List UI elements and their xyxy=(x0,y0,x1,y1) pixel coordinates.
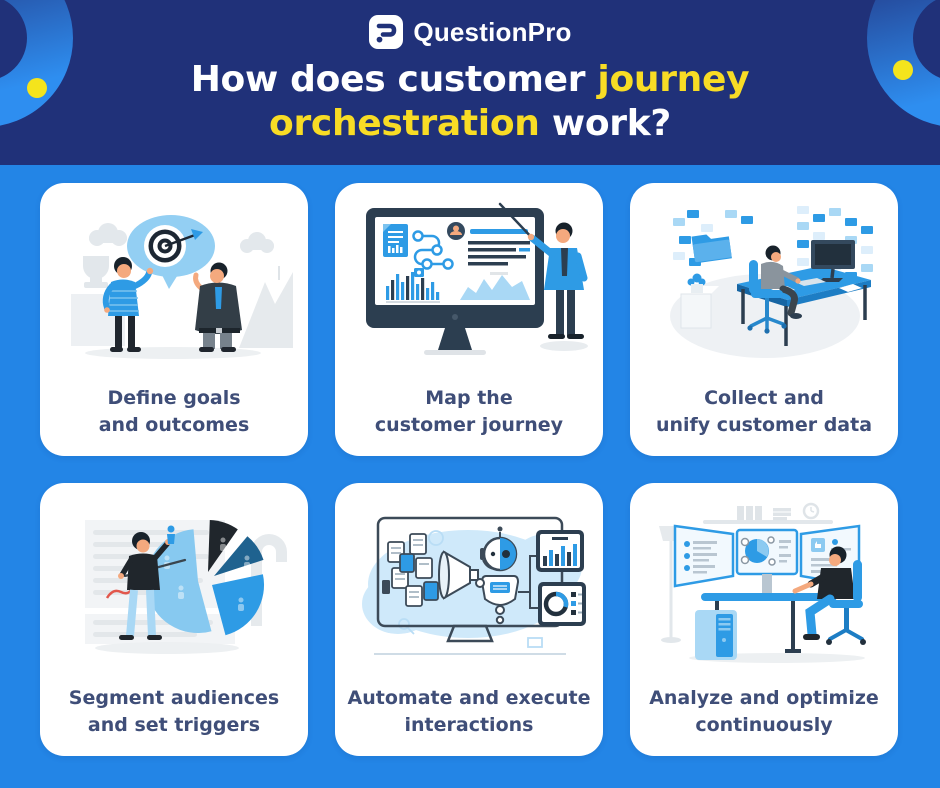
bar-chart xyxy=(386,272,440,303)
desk-chair xyxy=(826,560,866,645)
man-with-pointer xyxy=(105,525,187,640)
tie-icon xyxy=(215,287,222,309)
phone-icon xyxy=(382,580,390,594)
yellow-dot-left xyxy=(27,78,47,98)
keyboard xyxy=(795,278,826,286)
people-icons xyxy=(164,537,250,611)
ground-shadow xyxy=(95,642,239,654)
document-icons xyxy=(382,533,439,607)
seated-person xyxy=(761,245,802,319)
mountain-shape xyxy=(239,272,293,348)
cabinet xyxy=(680,273,719,329)
corner-arc-left xyxy=(0,0,73,126)
corner-arc-right xyxy=(867,0,940,126)
person-left xyxy=(102,257,154,352)
illustration-collect-data xyxy=(670,206,873,358)
office-chair xyxy=(747,260,787,334)
person-right xyxy=(193,262,242,352)
dart-icon xyxy=(191,229,203,240)
connector-lines xyxy=(518,555,538,609)
desktop-monitor xyxy=(771,240,862,293)
illustration-segment-audiences xyxy=(85,520,287,654)
header: QuestionPro How does customer journey or… xyxy=(0,0,940,165)
illustration-automate-interactions xyxy=(362,516,586,655)
brand-name: QuestionPro xyxy=(413,16,572,47)
clock-icon xyxy=(802,502,820,520)
pie-chart xyxy=(145,520,265,636)
illustration-define-goals xyxy=(71,215,293,359)
mini-person-figure xyxy=(167,525,175,544)
paper xyxy=(839,284,862,292)
folder-icon xyxy=(691,234,732,264)
yellow-dot-right xyxy=(893,60,913,80)
area-chart xyxy=(460,272,530,300)
left-monitor xyxy=(673,524,735,588)
brand-logo: QuestionPro xyxy=(0,12,940,52)
title-line-2: orchestration work? xyxy=(269,102,671,144)
funnel-icon xyxy=(438,550,479,600)
robot-icon xyxy=(475,526,520,625)
center-monitor xyxy=(735,528,799,576)
page-title: How does customer journey orchestration … xyxy=(0,58,940,146)
tie-icon xyxy=(561,248,568,276)
header-decorations xyxy=(0,0,940,126)
title-line-1: How does customer journey xyxy=(190,59,750,100)
cloud-icon xyxy=(89,223,274,253)
donut-chart-panel xyxy=(538,582,586,626)
shelf xyxy=(703,502,833,524)
pc-tower xyxy=(695,610,737,660)
document-icon xyxy=(383,224,408,257)
pointer-stick xyxy=(498,202,536,242)
questionpro-mark-icon xyxy=(369,15,404,49)
monitor-stand xyxy=(762,574,772,594)
ground-shadow xyxy=(540,341,588,351)
doodles xyxy=(398,530,543,648)
target-icon xyxy=(144,225,203,267)
illustration-analyze-optimize xyxy=(659,502,866,663)
journey-flow xyxy=(412,222,465,277)
analyst-person xyxy=(792,546,855,640)
bar-chart-panel xyxy=(536,530,584,572)
text-lines xyxy=(468,229,530,266)
presenter-person xyxy=(498,202,588,339)
illustration-map-journey xyxy=(366,202,588,355)
